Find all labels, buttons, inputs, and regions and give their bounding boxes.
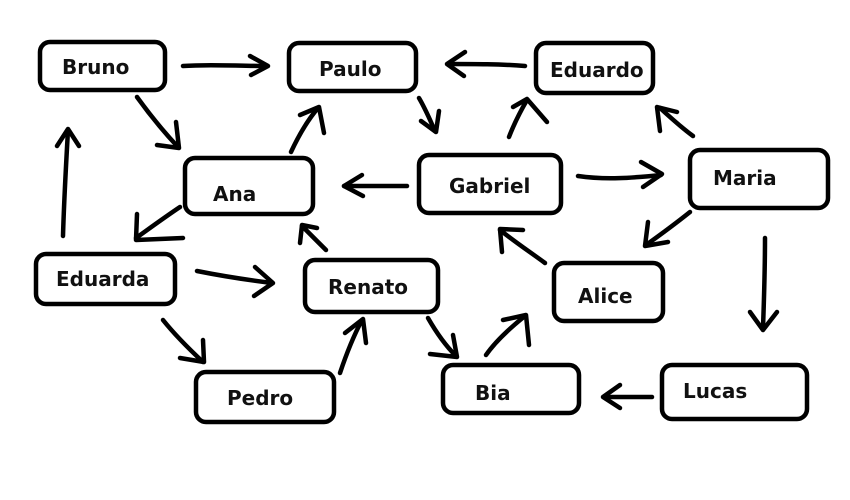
edge-gabriel-maria bbox=[575, 159, 665, 190]
node-label-maria: Maria bbox=[713, 166, 777, 190]
node-label-bruno: Bruno bbox=[62, 55, 129, 79]
edge-alice-gabriel bbox=[497, 226, 548, 266]
node-label-eduardo: Eduardo bbox=[550, 58, 644, 82]
node-label-ana: Ana bbox=[213, 182, 256, 206]
node-lucas: Lucas bbox=[659, 362, 810, 422]
edge-paulo-gabriel bbox=[416, 95, 442, 135]
node-pedro: Pedro bbox=[193, 369, 337, 425]
node-bia: Bia bbox=[440, 362, 582, 416]
node-ana: Ana bbox=[182, 155, 316, 217]
edge-eduarda-renato bbox=[194, 264, 276, 299]
edge-bia-alice bbox=[483, 312, 532, 358]
node-bruno: Bruno bbox=[37, 39, 168, 93]
edge-gabriel-ana bbox=[341, 172, 410, 199]
node-eduarda: Eduarda bbox=[33, 251, 178, 307]
node-paulo: Paulo bbox=[286, 40, 419, 94]
edge-maria-eduardo bbox=[654, 104, 696, 139]
node-label-alice: Alice bbox=[578, 284, 633, 308]
node-renato: Renato bbox=[302, 257, 441, 315]
edge-renato-ana bbox=[297, 222, 329, 253]
node-label-paulo: Paulo bbox=[319, 57, 381, 81]
edge-lucas-bia bbox=[600, 382, 655, 411]
node-label-eduarda: Eduarda bbox=[56, 267, 149, 291]
edge-ana-paulo bbox=[288, 104, 327, 155]
node-label-renato: Renato bbox=[328, 275, 408, 299]
node-label-gabriel: Gabriel bbox=[449, 174, 530, 198]
edge-pedro-renato bbox=[337, 316, 369, 376]
edge-ana-eduarda bbox=[133, 204, 186, 243]
edge-eduardo-paulo bbox=[444, 49, 528, 79]
node-alice: Alice bbox=[551, 260, 666, 324]
edge-maria-alice bbox=[642, 209, 693, 249]
edge-eduarda-bruno bbox=[54, 126, 82, 239]
edges bbox=[54, 49, 780, 411]
edge-renato-bia bbox=[425, 315, 460, 360]
edge-maria-lucas bbox=[747, 235, 780, 333]
edge-eduarda-pedro bbox=[160, 317, 207, 365]
node-label-bia: Bia bbox=[475, 381, 511, 405]
nodes: Bruno Paulo Eduardo Ana Gabriel Maria Ed… bbox=[33, 39, 831, 425]
edge-gabriel-eduardo bbox=[506, 96, 550, 140]
node-eduardo: Eduardo bbox=[533, 40, 656, 96]
edge-bruno-paulo bbox=[180, 53, 271, 78]
node-label-lucas: Lucas bbox=[683, 379, 747, 403]
node-gabriel: Gabriel bbox=[416, 152, 564, 216]
node-label-pedro: Pedro bbox=[227, 386, 293, 410]
node-maria: Maria bbox=[687, 147, 831, 211]
edge-bruno-ana bbox=[134, 94, 182, 151]
